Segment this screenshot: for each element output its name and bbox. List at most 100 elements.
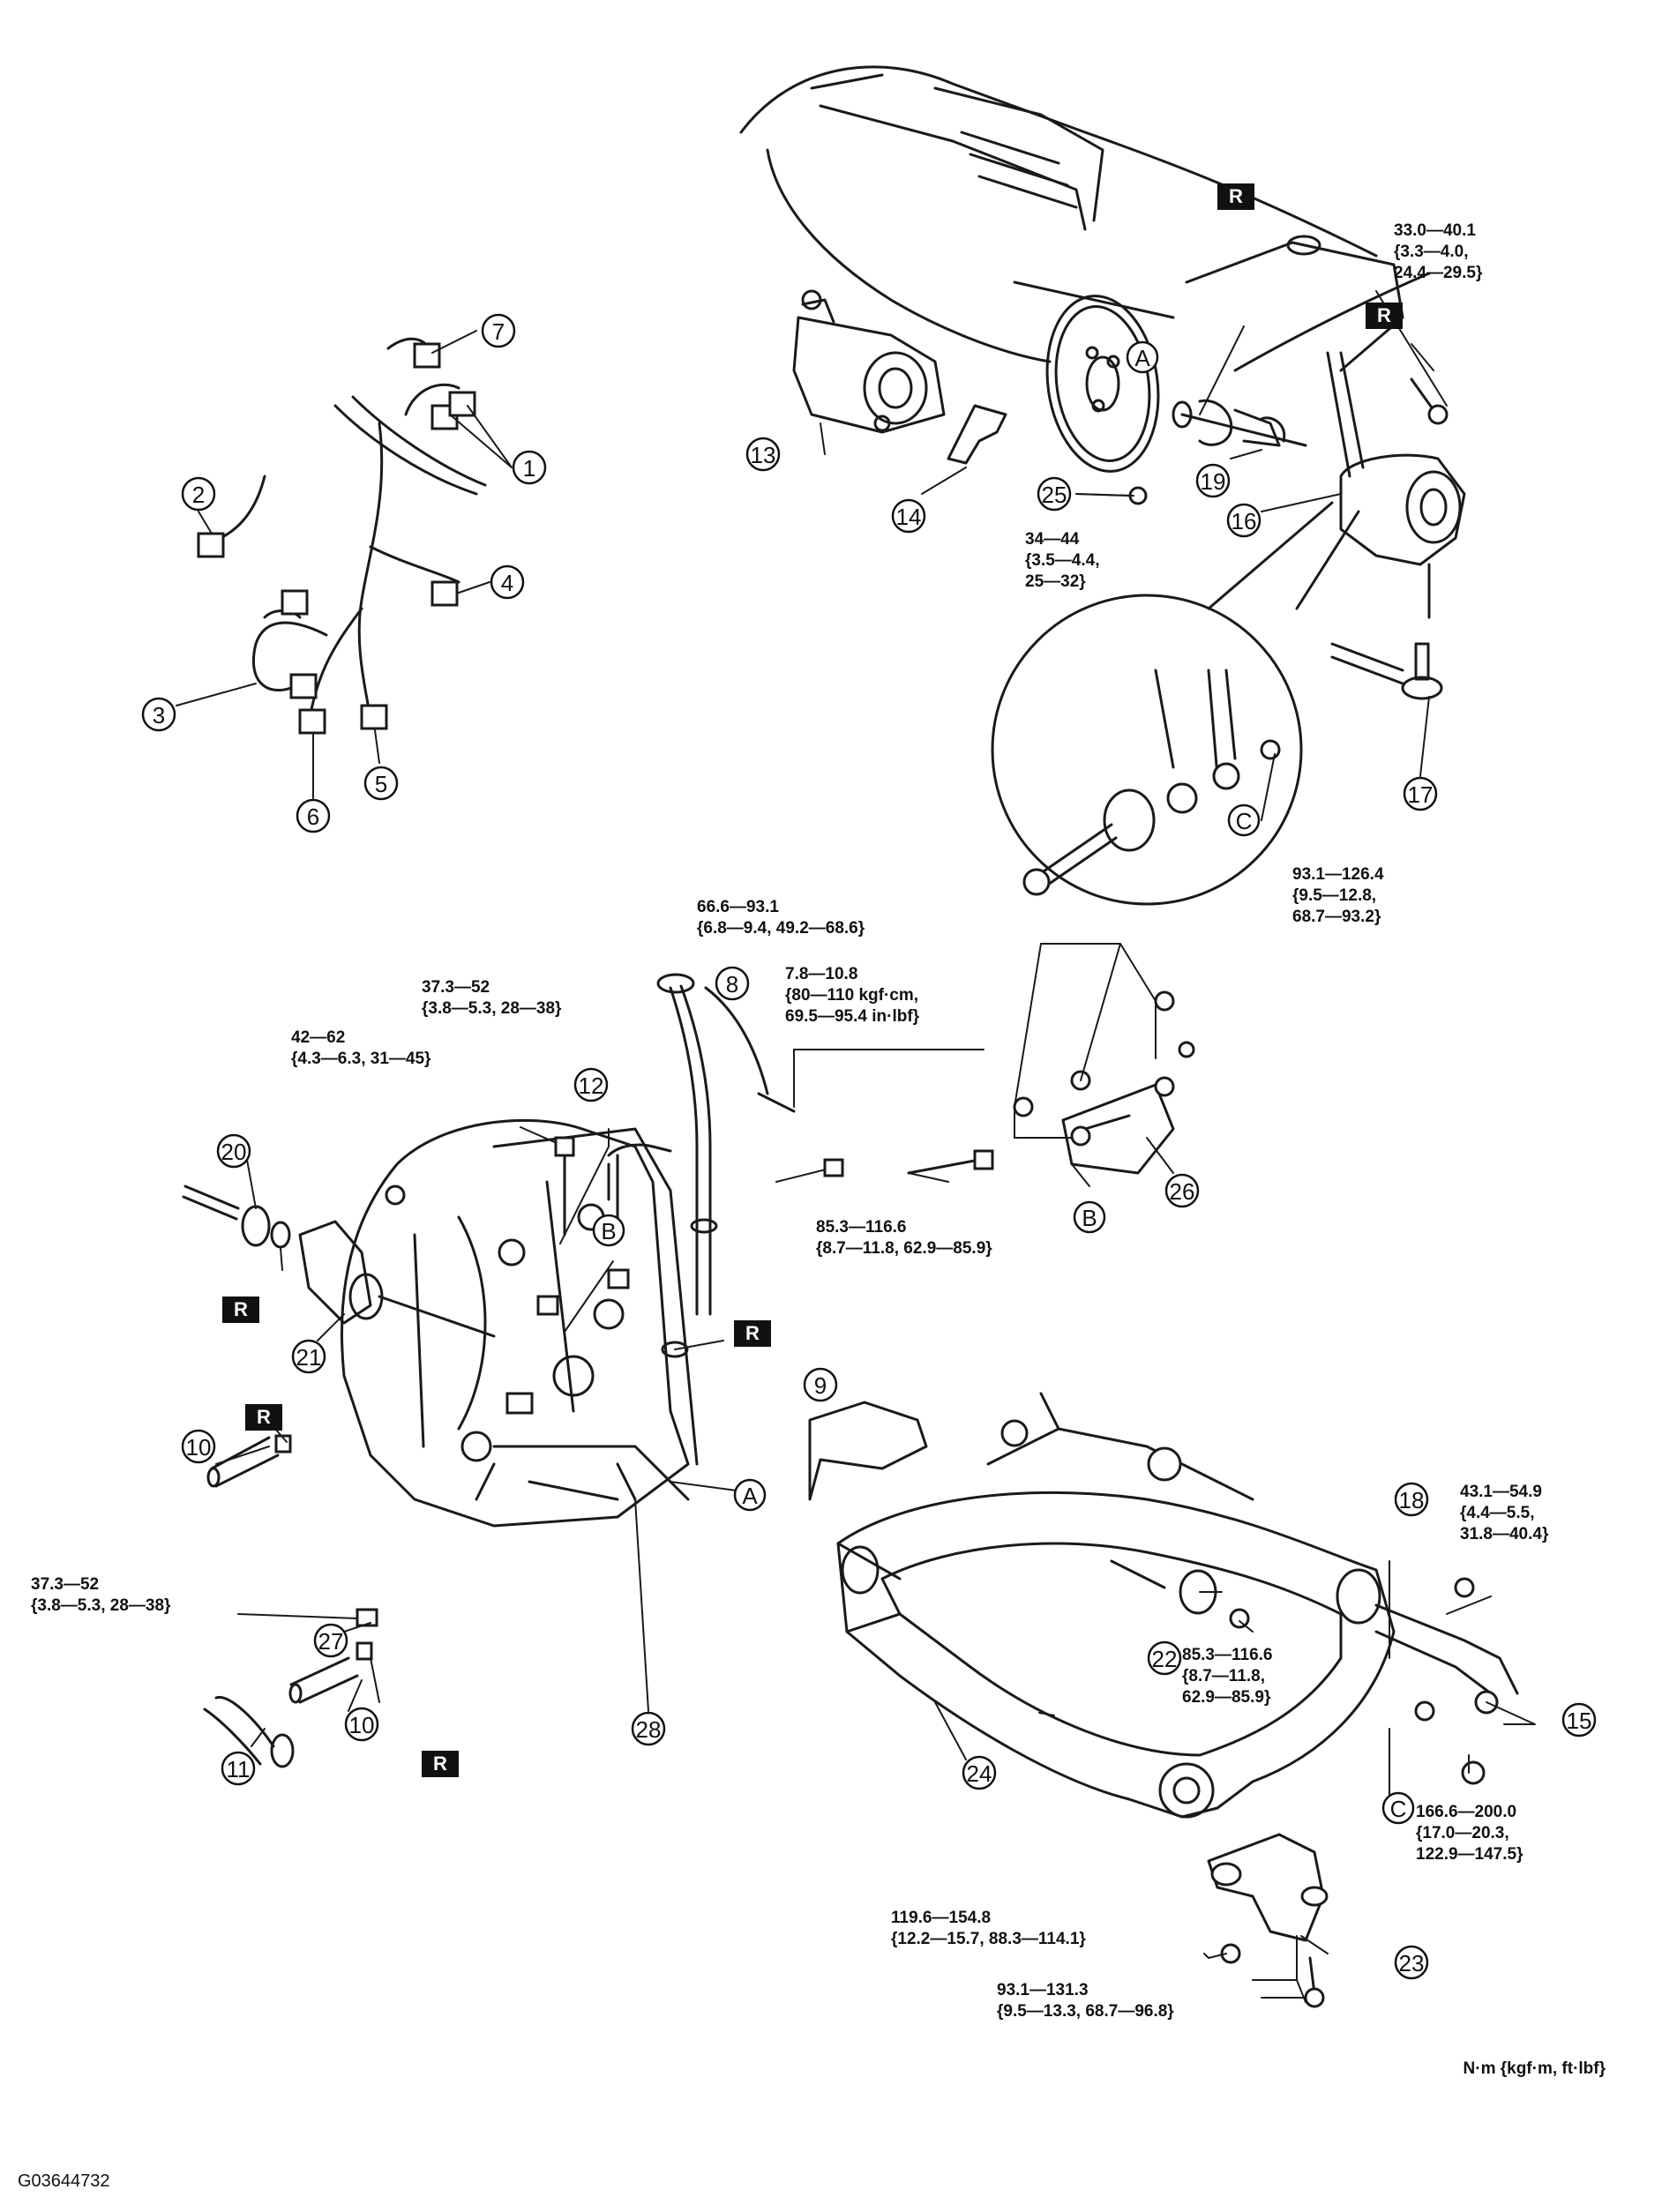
torque-units-note: N·m {kgf·m, ft·lbf} bbox=[1463, 2059, 1606, 2078]
callout-4: 4 bbox=[490, 564, 525, 600]
bracket-9 bbox=[808, 1401, 928, 1501]
svg-text:22: 22 bbox=[1152, 1646, 1178, 1672]
callout-C-crossmember: C bbox=[1381, 1791, 1415, 1825]
callout-13: 13 bbox=[745, 437, 781, 472]
svg-text:26: 26 bbox=[1170, 1178, 1195, 1205]
detail-magnifier bbox=[991, 501, 1360, 906]
callout-20: 20 bbox=[216, 1133, 251, 1169]
torque-spec-knuckle-nut: 33.0—40.1{3.3—4.0,24.4—29.5} bbox=[1394, 221, 1483, 282]
engine-block bbox=[739, 65, 1431, 372]
hose-11 bbox=[203, 1696, 295, 1768]
torque-spec-bolt-25: 34—44{3.5—4.4,25—32} bbox=[1025, 530, 1100, 591]
oil-hose-lower bbox=[288, 1641, 373, 1704]
callout-1: 1 bbox=[512, 450, 547, 485]
callout-12: 12 bbox=[573, 1067, 609, 1102]
torque-spec-crossmember-nut: 166.6—200.0{17.0—20.3,122.9—147.5} bbox=[1416, 1803, 1524, 1864]
svg-text:3: 3 bbox=[153, 702, 165, 729]
starter-bracket bbox=[947, 404, 1007, 465]
torque-spec-dipstick-bolt: 7.8—10.8{80—110 kgf·cm,69.5—95.4 in·lbf} bbox=[785, 965, 920, 1026]
wiring-harness bbox=[197, 337, 487, 735]
svg-text:27: 27 bbox=[318, 1628, 344, 1655]
tie-rod-end bbox=[1330, 642, 1443, 700]
replace-marker-hose-clamp-lower: R bbox=[422, 1751, 459, 1777]
callout-8: 8 bbox=[715, 966, 750, 1001]
callout-24: 24 bbox=[962, 1755, 997, 1790]
svg-text:10: 10 bbox=[349, 1712, 375, 1738]
oil-hose-upper bbox=[206, 1434, 292, 1488]
replace-marker-speed-sensor: R bbox=[222, 1297, 259, 1323]
svg-text:19: 19 bbox=[1201, 468, 1226, 495]
figure-id: G03644732 bbox=[18, 2171, 110, 2191]
svg-text:9: 9 bbox=[814, 1372, 827, 1399]
replace-marker-oring-dipstick: R bbox=[734, 1320, 771, 1347]
torque-spec-bolt-12: 37.3—52{3.8—5.3, 28—38} bbox=[422, 978, 562, 1018]
callout-19: 19 bbox=[1195, 463, 1231, 498]
callout-C-detail: C bbox=[1227, 803, 1261, 837]
callout-16: 16 bbox=[1226, 503, 1261, 538]
callout-2: 2 bbox=[181, 476, 216, 512]
svg-text:6: 6 bbox=[307, 803, 319, 830]
callout-25: 25 bbox=[1037, 476, 1072, 512]
callout-15: 15 bbox=[1561, 1702, 1597, 1737]
svg-text:17: 17 bbox=[1408, 781, 1434, 808]
callout-22: 22 bbox=[1147, 1640, 1182, 1676]
svg-text:23: 23 bbox=[1399, 1950, 1425, 1977]
replace-marker-oring-shaft: R bbox=[1217, 183, 1254, 210]
callout-21: 21 bbox=[291, 1339, 326, 1374]
svg-text:16: 16 bbox=[1232, 508, 1257, 534]
replace-marker-cotter-pin: R bbox=[1366, 303, 1403, 329]
bracket-23 bbox=[1207, 1833, 1329, 2008]
svg-text:20: 20 bbox=[221, 1139, 247, 1165]
callout-28: 28 bbox=[631, 1711, 666, 1746]
callout-9: 9 bbox=[803, 1367, 838, 1402]
torque-spec-balljoint: 93.1—126.4{9.5—12.8,68.7—93.2} bbox=[1292, 865, 1384, 926]
callout-A-flywheel: A bbox=[1126, 340, 1159, 374]
starter-motor bbox=[792, 289, 946, 434]
speed-sensor bbox=[182, 1184, 291, 1249]
crossmember bbox=[836, 1392, 1519, 1819]
svg-text:2: 2 bbox=[192, 482, 205, 508]
callout-18: 18 bbox=[1394, 1482, 1429, 1517]
callout-A-transaxle: A bbox=[733, 1478, 767, 1512]
svg-text:7: 7 bbox=[492, 318, 505, 345]
callout-6: 6 bbox=[296, 798, 331, 833]
svg-text:8: 8 bbox=[726, 971, 738, 998]
svg-text:A: A bbox=[1134, 345, 1150, 371]
dipstick-tube bbox=[607, 973, 796, 1358]
svg-text:B: B bbox=[1082, 1205, 1097, 1231]
callout-11: 11 bbox=[221, 1751, 256, 1786]
leader-lines bbox=[176, 290, 1536, 2003]
torque-spec-bracket-23-nut: 119.6—154.8{12.2—15.7, 88.3—114.1} bbox=[891, 1909, 1086, 1948]
torque-spec-stabilizer: 43.1—54.9{4.4—5.5,31.8—40.4} bbox=[1460, 1483, 1549, 1543]
svg-text:28: 28 bbox=[636, 1716, 662, 1743]
svg-text:11: 11 bbox=[227, 1756, 251, 1782]
svg-text:13: 13 bbox=[751, 442, 776, 468]
svg-text:14: 14 bbox=[896, 504, 922, 530]
callout-10-upper: 10 bbox=[181, 1429, 216, 1464]
mount-bracket-21 bbox=[298, 1184, 496, 1338]
bolt-12 bbox=[520, 1126, 575, 1157]
torque-spec-bolt-27: 37.3—52{3.8—5.3, 28—38} bbox=[31, 1575, 171, 1615]
bolt-dipstick bbox=[775, 1158, 844, 1183]
svg-text:25: 25 bbox=[1042, 482, 1067, 508]
flywheel bbox=[1045, 295, 1160, 473]
svg-text:12: 12 bbox=[579, 1072, 604, 1099]
callout-3: 3 bbox=[141, 697, 176, 732]
callout-7: 7 bbox=[481, 313, 516, 348]
svg-text:24: 24 bbox=[967, 1760, 992, 1787]
callout-5: 5 bbox=[363, 766, 399, 801]
svg-text:21: 21 bbox=[296, 1344, 322, 1371]
svg-text:C: C bbox=[1390, 1796, 1407, 1822]
svg-text:A: A bbox=[742, 1483, 758, 1509]
callout-27: 27 bbox=[313, 1623, 348, 1658]
torque-spec-mount-bolt: 85.3—116.6{8.7—11.8, 62.9—85.9} bbox=[816, 1218, 992, 1258]
callout-14: 14 bbox=[891, 498, 926, 534]
torque-spec-bolt-22: 85.3—116.6{8.7—11.8,62.9—85.9} bbox=[1182, 1646, 1273, 1707]
callout-10-lower: 10 bbox=[344, 1707, 379, 1742]
torque-spec-bracket-21: 42—62{4.3—6.3, 31—45} bbox=[291, 1028, 431, 1068]
replace-marker-hose-clamp-upper: R bbox=[245, 1404, 282, 1431]
svg-text:4: 4 bbox=[501, 570, 513, 596]
svg-text:C: C bbox=[1236, 808, 1253, 834]
